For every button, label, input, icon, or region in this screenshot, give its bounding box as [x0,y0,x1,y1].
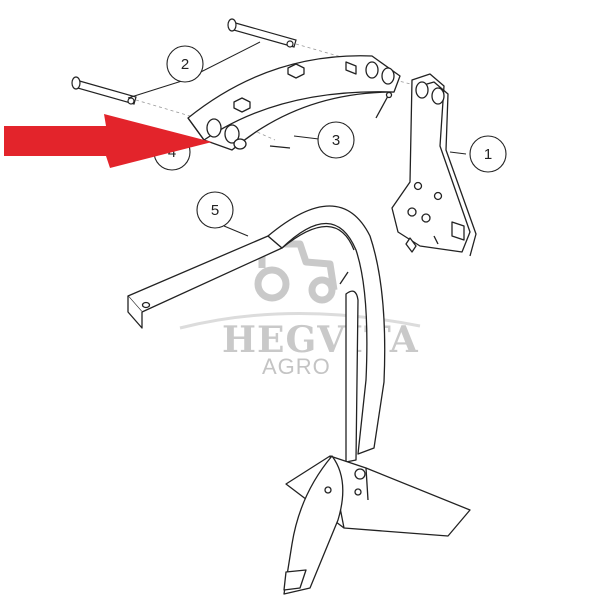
callout-3: 3 [317,121,355,159]
part-4-bracket [187,55,401,151]
part-2-pins [71,18,297,105]
callout-3-label: 3 [332,132,340,149]
callout-5-label: 5 [211,202,219,219]
watermark-swoosh [179,312,421,330]
part-5-tine [127,205,471,595]
callout-1-label: 1 [484,146,492,163]
part-1-mount-plate [391,73,477,257]
watermark-sub: AGRO [262,354,331,379]
red-arrow-icon [4,114,212,168]
callout-2-label: 2 [181,56,189,73]
callout-5: 5 [196,191,234,229]
callout-2: 2 [166,45,204,83]
callout-1: 1 [469,135,507,173]
callout-4-label: 4 [168,144,176,161]
